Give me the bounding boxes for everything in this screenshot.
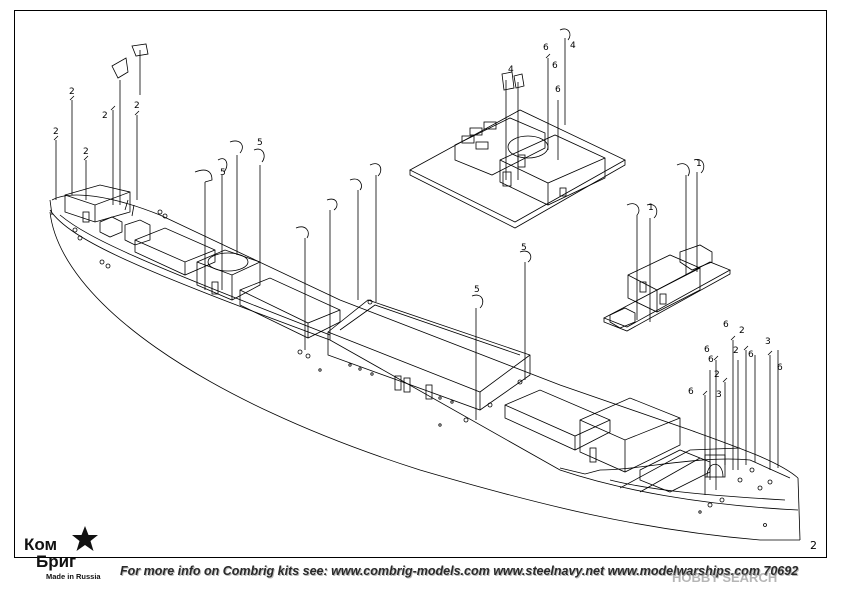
forecastle	[599, 447, 791, 527]
star-icon	[72, 526, 98, 551]
main-superstructure	[64, 184, 711, 514]
part-label: 1	[648, 203, 654, 213]
part-label: 6	[723, 320, 729, 330]
watermark: HOBBY SEARCH	[672, 570, 778, 585]
bridge-subassembly	[409, 28, 626, 229]
part-labels: 2 2 2 2 2 5 5 5 5 4 4 6 6 6 1 1 6 2 2 6 …	[53, 41, 783, 400]
part-label: 2	[134, 101, 140, 111]
part-label: 6	[748, 350, 754, 360]
bow-fittings	[702, 335, 779, 495]
part-label: 2	[102, 111, 108, 121]
part-label: 2	[733, 346, 739, 356]
logo-line-2: Бриг	[36, 552, 77, 571]
part-label: 4	[508, 65, 514, 75]
part-label: 1	[696, 159, 702, 169]
part-label: 6	[708, 355, 714, 365]
footer-info: For more info on Combrig kits see: www.c…	[120, 564, 799, 578]
combrig-logo: Ком Бриг Made in Russia	[18, 526, 128, 590]
part-label: 2	[714, 370, 720, 380]
page-number: 2	[810, 539, 817, 552]
logo-wordmark: Ком Бриг	[24, 536, 104, 570]
part-label: 2	[739, 326, 745, 336]
part-label: 5	[220, 168, 226, 178]
part-label: 6	[704, 345, 710, 355]
part-label: 6	[552, 61, 558, 71]
part-label: 5	[521, 243, 527, 253]
part-label: 4	[570, 41, 576, 51]
ship-hull	[49, 194, 801, 541]
part-label: 2	[83, 147, 89, 157]
part-label: 6	[555, 85, 561, 95]
part-label: 5	[257, 138, 263, 148]
part-label: 6	[777, 363, 783, 373]
part-label: 3	[716, 390, 722, 400]
made-in-russia: Made in Russia	[46, 572, 101, 581]
part-label: 2	[69, 87, 75, 97]
sheet-frame	[14, 10, 827, 558]
forward-deckhouse-subassembly	[603, 159, 731, 332]
logo-line-1: Ком	[24, 535, 58, 554]
fitting-parts	[53, 43, 532, 420]
part-label: 3	[765, 337, 771, 347]
part-label: 2	[53, 127, 59, 137]
part-label: 6	[688, 387, 694, 397]
part-label: 5	[474, 285, 480, 295]
part-label: 6	[543, 43, 549, 53]
